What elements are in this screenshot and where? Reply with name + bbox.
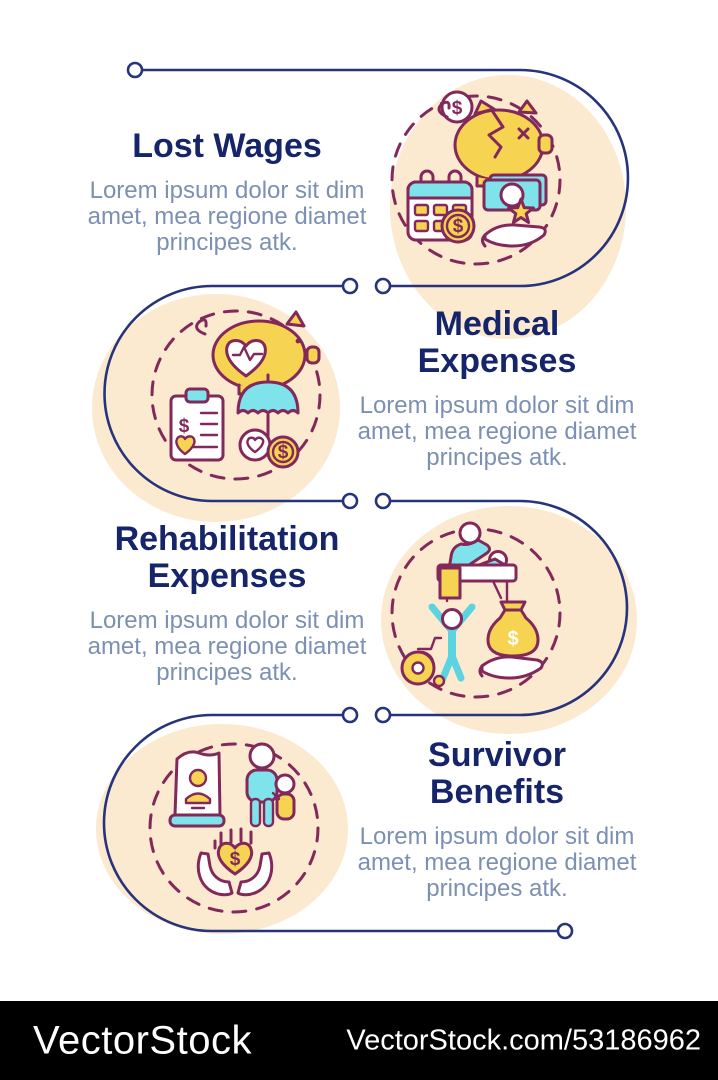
banknote-star-hand-icon: [481, 173, 548, 248]
watermark-url: VectorStock.com/53186962: [346, 1024, 701, 1056]
wheelchair-icon: [400, 636, 446, 688]
section-title: Survivor Benefits: [428, 736, 566, 811]
section-survivor-benefits-text: Survivor Benefits Lorem ipsum dolor sit …: [345, 737, 649, 902]
connector-nodes: [126, 61, 574, 940]
section-title: Rehabilitation Expenses: [114, 520, 340, 595]
connector-line-2: [103, 284, 343, 503]
person-raised-arms-icon: [428, 603, 476, 682]
umbrella-coins-icon: $: [236, 373, 300, 469]
medical-expenses-icon-cluster: $ $: [169, 310, 321, 469]
section-medical-expenses-text: Medical Expenses Lorem ipsum dolor sit d…: [345, 306, 649, 471]
connector-node: [374, 492, 392, 510]
connector-node: [374, 706, 392, 724]
section-body: Lorem ipsum dolor sit dim amet, mea regi…: [87, 177, 367, 256]
svg-text:$: $: [230, 849, 241, 870]
section-title: Medical Expenses: [417, 305, 577, 380]
rehabilitation-icon-cluster: $: [400, 521, 544, 688]
watermark-bar: VectorStock VectorStock.com/53186962: [0, 1001, 718, 1080]
dollar-coin-icon: $: [440, 90, 474, 124]
connector-node: [374, 277, 392, 295]
calendar-dollar-icon: $: [406, 169, 476, 244]
connector-lines: [102, 68, 630, 933]
section-body: Lorem ipsum dolor sit dim amet, mea regi…: [357, 392, 637, 471]
section-lost-wages-text: Lost Wages Lorem ipsum dolor sit dim ame…: [75, 128, 379, 256]
connector-line-3: [391, 499, 629, 717]
connector-node: [341, 492, 359, 510]
survivor-benefits-icon-cluster: $: [168, 742, 296, 897]
svg-text:$: $: [507, 628, 518, 650]
section-title: Lost Wages: [132, 127, 322, 165]
vectorstock-logo: VectorStock: [33, 1018, 252, 1062]
broken-piggy-bank-icon: [437, 99, 554, 188]
section-rehabilitation-text: Rehabilitation Expenses Lorem ipsum dolo…: [75, 521, 379, 686]
connector-node: [341, 277, 359, 295]
connector-line-1: [142, 68, 630, 288]
svg-text:$: $: [453, 216, 464, 237]
svg-text:$: $: [179, 416, 190, 437]
section-body: Lorem ipsum dolor sit dim amet, mea regi…: [357, 823, 637, 902]
money-bag-hand-icon: $: [478, 600, 544, 680]
dashed-circle-1: [390, 94, 562, 266]
connector-node: [341, 706, 359, 724]
memorial-stone-icon: [168, 750, 226, 828]
connector-node: [556, 922, 574, 940]
physiotherapy-bed-icon: [436, 521, 518, 603]
connector-node: [126, 61, 144, 79]
hands-holding-heart-icon: $: [196, 827, 274, 897]
section-body: Lorem ipsum dolor sit dim amet, mea regi…: [87, 607, 367, 686]
lost-wages-icon-cluster: $ $: [406, 90, 554, 248]
dashed-circle-2: [150, 309, 322, 481]
connector-line-4: [102, 713, 558, 933]
parent-child-icon: [245, 742, 296, 828]
dashed-border-circles: [148, 94, 562, 914]
svg-text:$: $: [278, 442, 289, 463]
medical-clipboard-icon: $: [169, 387, 225, 462]
dashed-circle-4: [148, 742, 320, 914]
svg-text:$: $: [452, 98, 463, 119]
